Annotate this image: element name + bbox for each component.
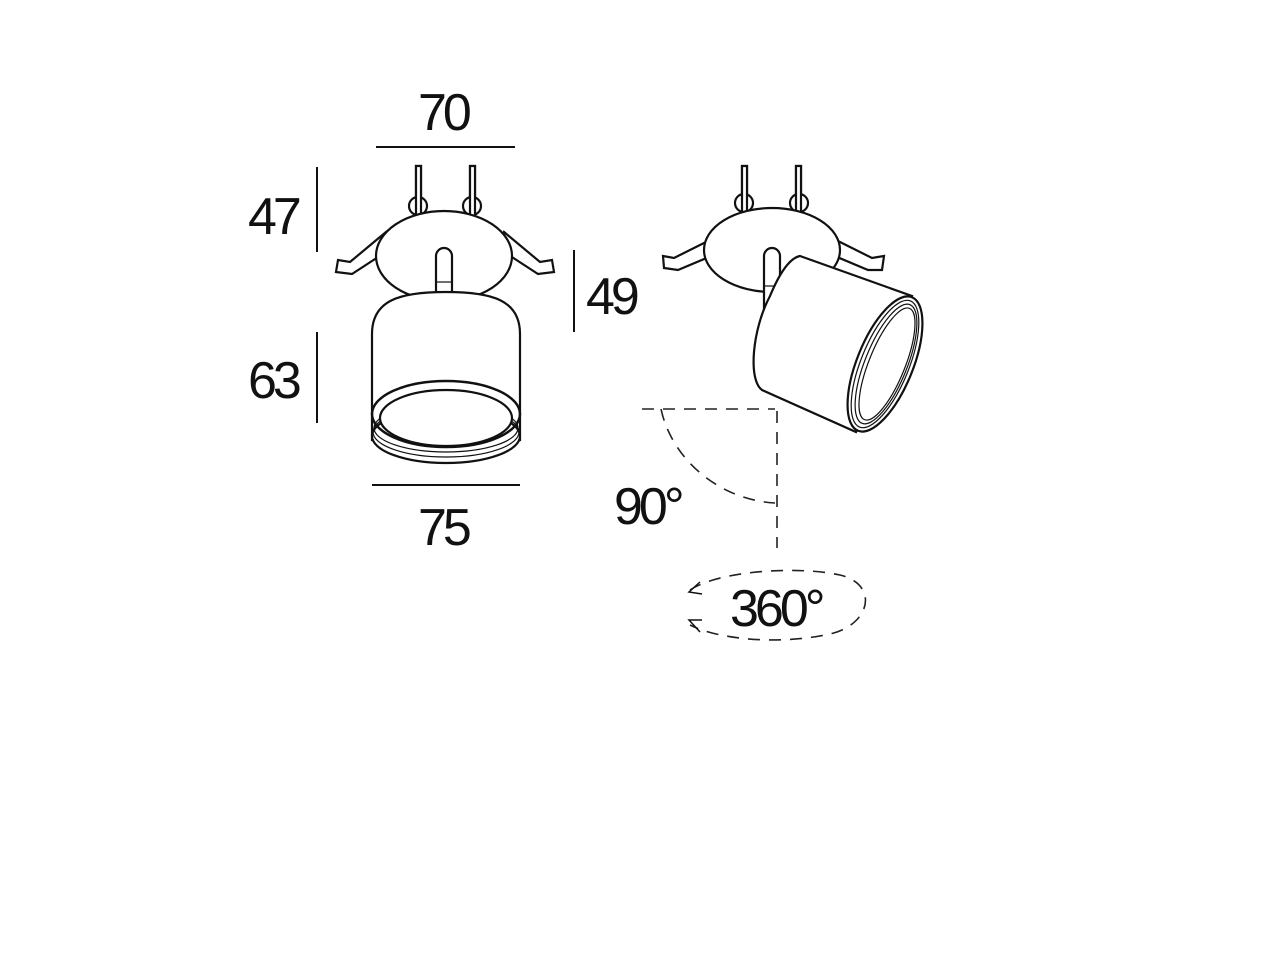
tilt-angle-label: 90° — [614, 478, 682, 536]
top-clip-right — [461, 164, 483, 218]
rotation-angle-label: 360° — [730, 580, 823, 638]
dimension-label-47: 47 — [248, 188, 300, 246]
tilt-indicator — [642, 408, 778, 548]
dimension-label-70: 70 — [418, 84, 470, 142]
tilted-spot — [752, 254, 924, 434]
dimension-label-75: 75 — [418, 499, 470, 557]
dimension-label-63: 63 — [248, 352, 300, 410]
top-clip-left — [407, 164, 429, 218]
rotation-indicator — [687, 569, 867, 641]
side-view: 49 — [573, 164, 924, 641]
top-clip-right — [788, 164, 810, 218]
spot-bezel — [370, 379, 522, 465]
dimension-label-49: 49 — [586, 268, 638, 326]
top-clip-left — [733, 164, 755, 218]
front-view: 70 47 63 75 — [248, 84, 556, 557]
stem — [434, 246, 454, 298]
